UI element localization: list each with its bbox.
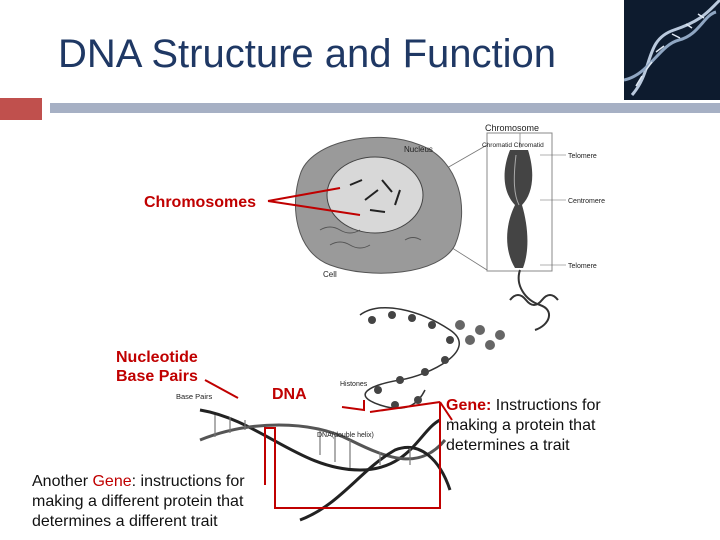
chromosome-shape [504, 150, 533, 268]
nucleus-caption: Nucleus [404, 145, 433, 154]
header-accent-block [0, 98, 42, 120]
dna-label: DNA [272, 386, 307, 403]
coiled-chromatin [509, 269, 559, 331]
cell-shape [294, 136, 462, 274]
chromosome-caption: Chromosome [485, 123, 539, 133]
telomere-top-caption: Telomere [568, 153, 597, 160]
dna-helix-logo [624, 0, 720, 100]
header-divider [50, 103, 720, 113]
gene-right-line3: determines a trait [446, 437, 570, 454]
chromosomes-label: Chromosomes [144, 194, 257, 211]
gene-left-line1-rest: : instructions for [131, 473, 245, 490]
gene-right-line1: Gene: Instructions for [446, 396, 601, 416]
gene-left-prefix: Another [32, 473, 93, 490]
centromere-caption: Centromere [568, 198, 605, 205]
dna-double-helix-caption: DNA(double helix) [317, 432, 374, 439]
gene-description-left: Another Gene: instructions for making a … [32, 472, 245, 532]
gene-left-line3: determines a different trait [32, 513, 218, 530]
nucleotide-label-line1: Nucleotide [116, 349, 198, 366]
gene-right-line2: making a protein that [446, 417, 596, 434]
slide-title: DNA Structure and Function [58, 32, 557, 76]
histones-caption: Histones [340, 381, 368, 388]
gene-description-right: Gene: Instructions for making a protein … [446, 396, 601, 456]
telomere-bottom-caption: Telomere [568, 263, 597, 270]
nucleotide-label: Nucleotide Base Pairs [116, 348, 198, 386]
annotation-lines [204, 187, 453, 509]
chromatid-caption: Chromatid Chromatid [482, 142, 544, 149]
gene-right-line1-rest: Instructions for [491, 397, 601, 414]
histone-string [359, 307, 505, 410]
gene-left-line1: Another Gene: instructions for [32, 472, 245, 492]
cell-caption: Cell [323, 270, 337, 279]
base-pairs-caption: Base Pairs [176, 392, 213, 401]
gene-left-term: Gene [92, 473, 132, 490]
gene-left-line2: making a different protein that [32, 493, 244, 510]
gene-right-term: Gene: [446, 397, 492, 414]
nucleotide-label-line2: Base Pairs [116, 368, 198, 385]
dna-helix-logo-art [624, 0, 720, 100]
dna-double-helix [199, 408, 452, 522]
